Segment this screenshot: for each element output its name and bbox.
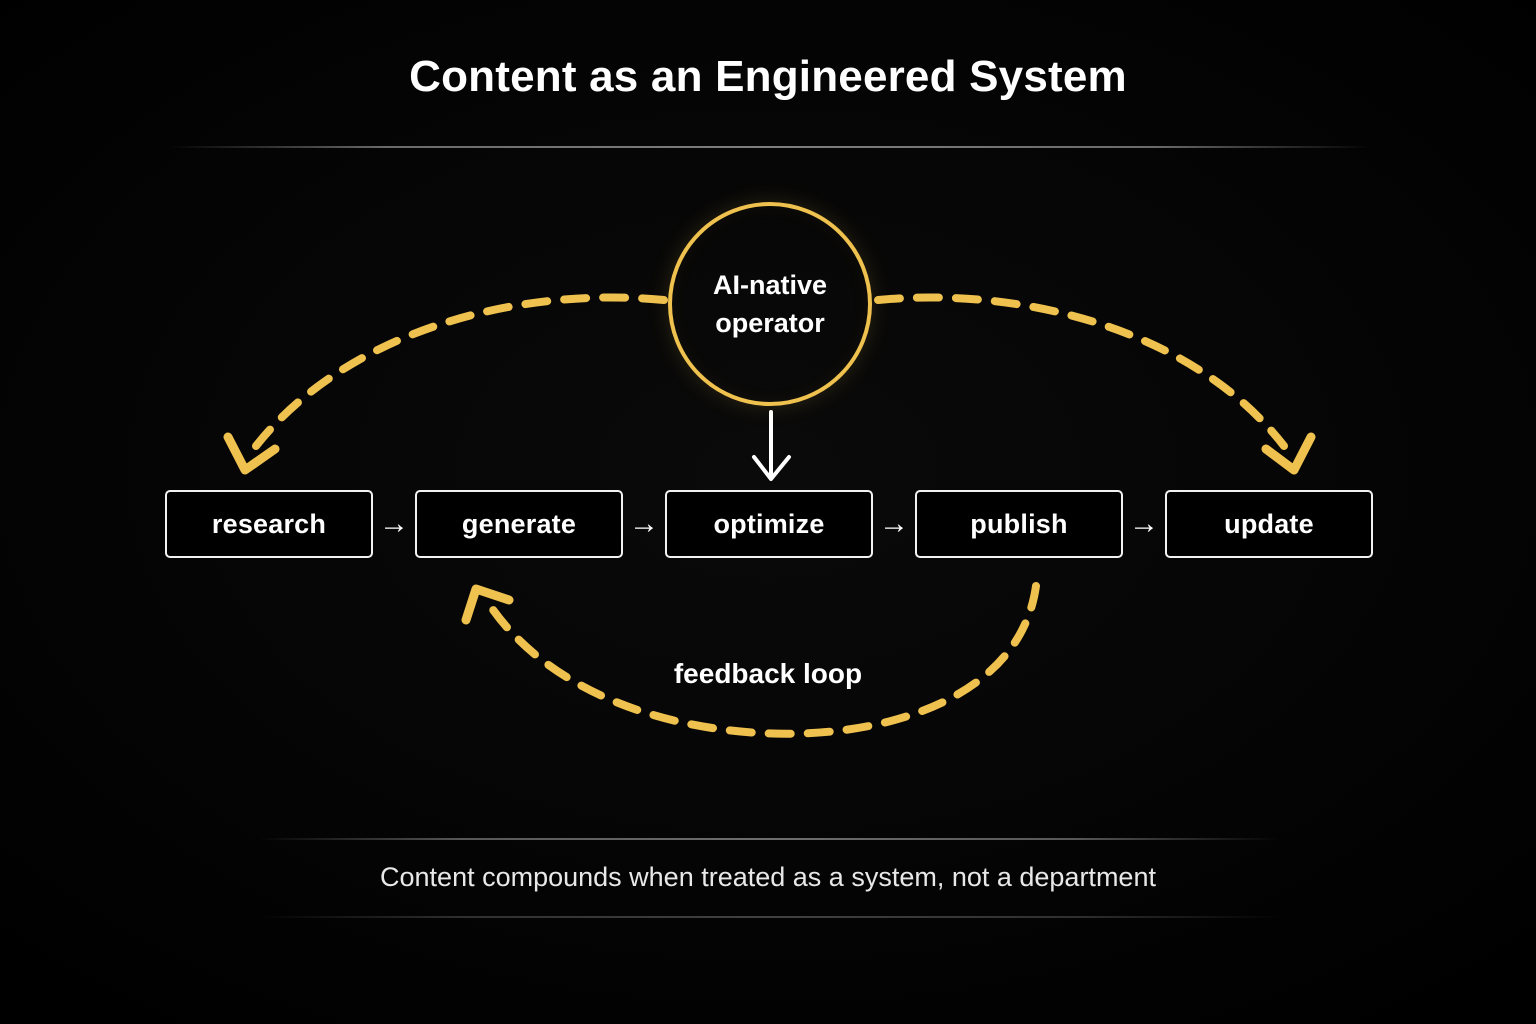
ai-native-operator-node[interactable]: AI-native operator: [668, 202, 872, 406]
arrow-right-icon-3: →: [879, 507, 909, 540]
stage-box-publish[interactable]: publish: [915, 490, 1123, 558]
hub-to-research-arrow: [223, 293, 668, 475]
stage-label-update: update: [1224, 508, 1314, 539]
hub-to-update-arrow: [874, 293, 1316, 475]
hub-label-line-1: AI-native: [712, 269, 828, 300]
stage-box-update[interactable]: update: [1165, 490, 1373, 558]
feedback-loop-label: feedback loop: [673, 658, 863, 689]
arrow-right-icon-1: →: [379, 507, 409, 540]
stage-label-optimize: optimize: [713, 508, 825, 539]
arrow-right-icon-4: →: [1129, 507, 1159, 540]
stage-label-generate: generate: [461, 508, 577, 539]
stage-label-research: research: [211, 508, 327, 539]
footer-caption: Content compounds when treated as a syst…: [380, 862, 1156, 892]
footer-divider-top: [258, 838, 1280, 840]
arrow-right-icon-2: →: [629, 507, 659, 540]
stage-box-optimize[interactable]: optimize: [665, 490, 873, 558]
hub-label-line-2: operator: [715, 308, 825, 338]
page-title: Content as an Engineered System: [409, 52, 1127, 101]
stage-box-research[interactable]: research: [165, 490, 373, 558]
stage-label-publish: publish: [970, 508, 1068, 539]
footer-divider-bottom: [258, 916, 1280, 918]
hub-to-optimize-arrow: [752, 410, 791, 481]
title-divider: [170, 146, 1370, 148]
pipeline-row: research → generate → optimize → publish…: [165, 490, 1373, 558]
stage-box-generate[interactable]: generate: [415, 490, 623, 558]
